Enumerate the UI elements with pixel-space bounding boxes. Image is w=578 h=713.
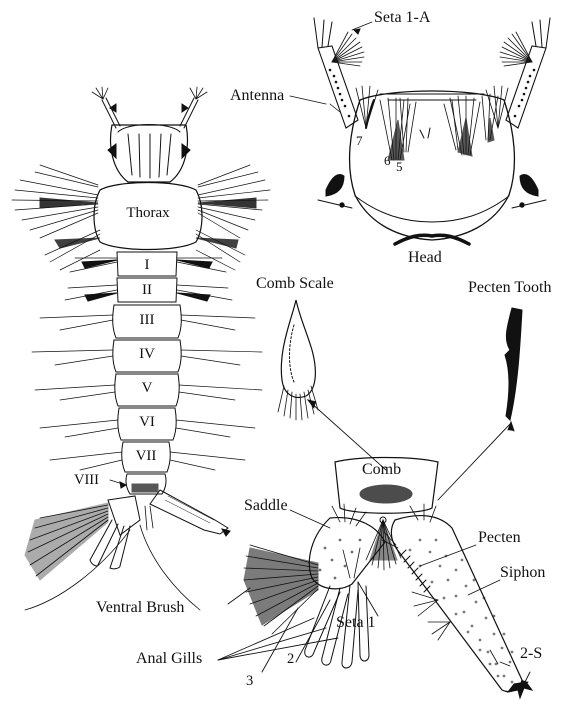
label-segment-VII: VII bbox=[136, 449, 157, 464]
label-segment-V: V bbox=[142, 381, 153, 396]
seta-1a-fan-right bbox=[500, 32, 532, 66]
label-pecten-tooth: Pecten Tooth bbox=[468, 280, 551, 296]
label-ventral-brush: Ventral Brush bbox=[96, 600, 184, 616]
seta-1a-fan-left bbox=[332, 32, 364, 66]
head-capsule bbox=[350, 91, 515, 240]
larva-head bbox=[111, 125, 188, 182]
label-pecten: Pecten bbox=[478, 530, 521, 546]
label-segment-I: I bbox=[145, 258, 150, 273]
label-comb-scale: Comb Scale bbox=[256, 276, 334, 292]
label-seta-1a: Seta 1-A bbox=[374, 10, 430, 26]
label-siphon: Siphon bbox=[500, 565, 545, 581]
label-head-seta-5: 5 bbox=[396, 160, 403, 173]
label-head: Head bbox=[408, 250, 442, 266]
label-comb: Comb bbox=[362, 462, 401, 478]
label-head-seta-7: 7 bbox=[356, 134, 363, 147]
terminal-segments bbox=[110, 22, 532, 698]
pecten-tooth bbox=[505, 308, 522, 420]
label-segment-III: III bbox=[140, 313, 155, 328]
label-seta-2s: 2-S bbox=[520, 646, 542, 662]
label-thorax: Thorax bbox=[126, 206, 169, 221]
label-saddle: Saddle bbox=[244, 498, 288, 514]
label-antenna: Antenna bbox=[230, 88, 284, 104]
label-viii: VIII bbox=[74, 473, 99, 488]
label-segment-VI: VI bbox=[139, 415, 155, 430]
head-detail bbox=[314, 18, 550, 244]
label-seta-1: Seta 1 bbox=[336, 615, 376, 631]
label-head-seta-6: 6 bbox=[384, 154, 391, 167]
label-anal-gills: Anal Gills bbox=[136, 651, 202, 667]
label-anal-gill-2: 2 bbox=[287, 652, 294, 667]
label-segment-II: II bbox=[142, 283, 152, 298]
label-segment-IV: IV bbox=[139, 347, 155, 362]
pecten-row bbox=[400, 550, 430, 592]
label-anal-gill-3: 3 bbox=[246, 674, 253, 689]
comb-patch bbox=[360, 485, 412, 503]
